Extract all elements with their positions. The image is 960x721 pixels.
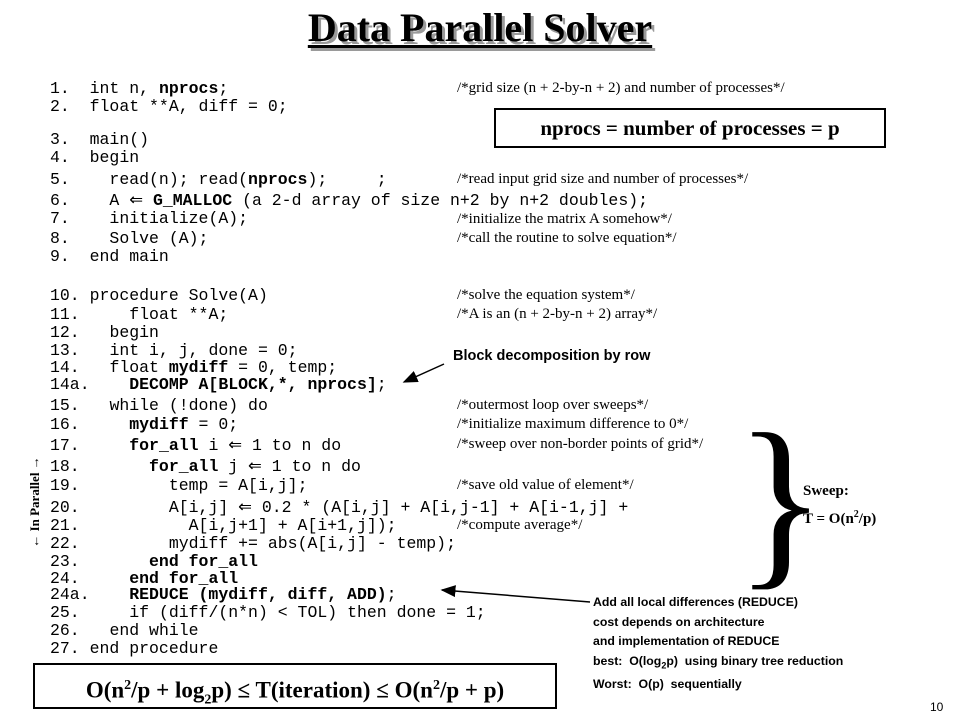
slide-title: Data Parallel Solver [307, 5, 653, 50]
code-line: 6. A ⇐ G_MALLOC (a 2-d array of size n+2… [50, 191, 649, 210]
code-line: 8. Solve (A); [50, 229, 209, 248]
code-comment: /*read input grid size and number of pro… [457, 171, 749, 187]
iteration-cost-box: O(n2/p + log2p) ≤ T(iteration) ≤ O(n2/p … [33, 663, 557, 709]
code-line: 17. for_all i ⇐ 1 to n do [50, 436, 342, 455]
code-comment: /*solve the equation system*/ [457, 287, 635, 303]
code-line: 24. end for_all [50, 569, 239, 588]
code-comment: /*grid size (n + 2-by-n + 2) and number … [457, 80, 785, 96]
code-line: 15. while (!done) do [50, 396, 268, 415]
block-decomposition-label: Block decomposition by row [453, 348, 651, 364]
code-line: 4. begin [50, 148, 140, 167]
code-line: 22. mydiff += abs(A[i,j] - temp); [50, 534, 456, 553]
code-line: 14. float mydiff = 0, temp; [50, 358, 338, 377]
code-line: 27. end procedure [50, 639, 219, 658]
code-line: 10. procedure Solve(A) [50, 286, 268, 305]
reduce-arrow [440, 585, 591, 603]
code-line: 11. float **A; [50, 305, 229, 324]
code-comment: /*initialize maximum difference to 0*/ [457, 416, 689, 432]
nprocs-definition-box: nprocs = number of processes = p [494, 108, 886, 148]
block-decomposition-arrow [402, 363, 445, 383]
code-comment: /*A is an (n + 2-by-n + 2) array*/ [457, 306, 658, 322]
code-comment: /*initialize the matrix A somehow*/ [457, 211, 672, 227]
reduce-note: Add all local differences (REDUCE)cost d… [593, 595, 844, 692]
code-line: 19. temp = A[i,j]; [50, 476, 308, 495]
code-line: 23. end for_all [50, 552, 258, 571]
code-line: 16. mydiff = 0; [50, 415, 239, 434]
code-line: 26. end while [50, 621, 199, 640]
code-line: 20. A[i,j] ⇐ 0.2 * (A[i,j] + A[i,j-1] + … [50, 498, 629, 517]
code-line: 14a. DECOMP A[BLOCK,*, nprocs]; [50, 375, 387, 394]
sweep-brace: } [735, 396, 827, 606]
code-line: 2. float **A, diff = 0; [50, 97, 288, 116]
page-number: 10 [930, 700, 944, 714]
code-comment: /*compute average*/ [457, 517, 583, 533]
code-line: 5. read(n); read(nprocs); ; [50, 170, 387, 189]
code-comment: /*outermost loop over sweeps*/ [457, 397, 649, 413]
code-line: 9. end main [50, 247, 169, 266]
code-comment: /*call the routine to solve equation*/ [457, 230, 677, 246]
code-line: 1. int n, nprocs; [50, 79, 229, 98]
code-comment: /*sweep over non-border points of grid*/ [457, 436, 704, 452]
code-line: 18. for_all j ⇐ 1 to n do [50, 457, 361, 476]
code-line: 13. int i, j, done = 0; [50, 341, 298, 360]
code-line: 21. A[i,j+1] + A[i+1,j]); [50, 516, 397, 535]
code-line: 7. initialize(A); [50, 209, 249, 228]
code-line: 24a. REDUCE (mydiff, diff, ADD); [50, 585, 397, 604]
code-line: 3. main() [50, 130, 150, 149]
sweep-cost-label: Sweep: T = O(n2/p) [803, 483, 877, 527]
code-comment: /*save old value of element*/ [457, 477, 634, 493]
code-line: 25. if (diff/(n*n) < TOL) then done = 1; [50, 603, 486, 622]
code-line: 12. begin [50, 323, 159, 342]
